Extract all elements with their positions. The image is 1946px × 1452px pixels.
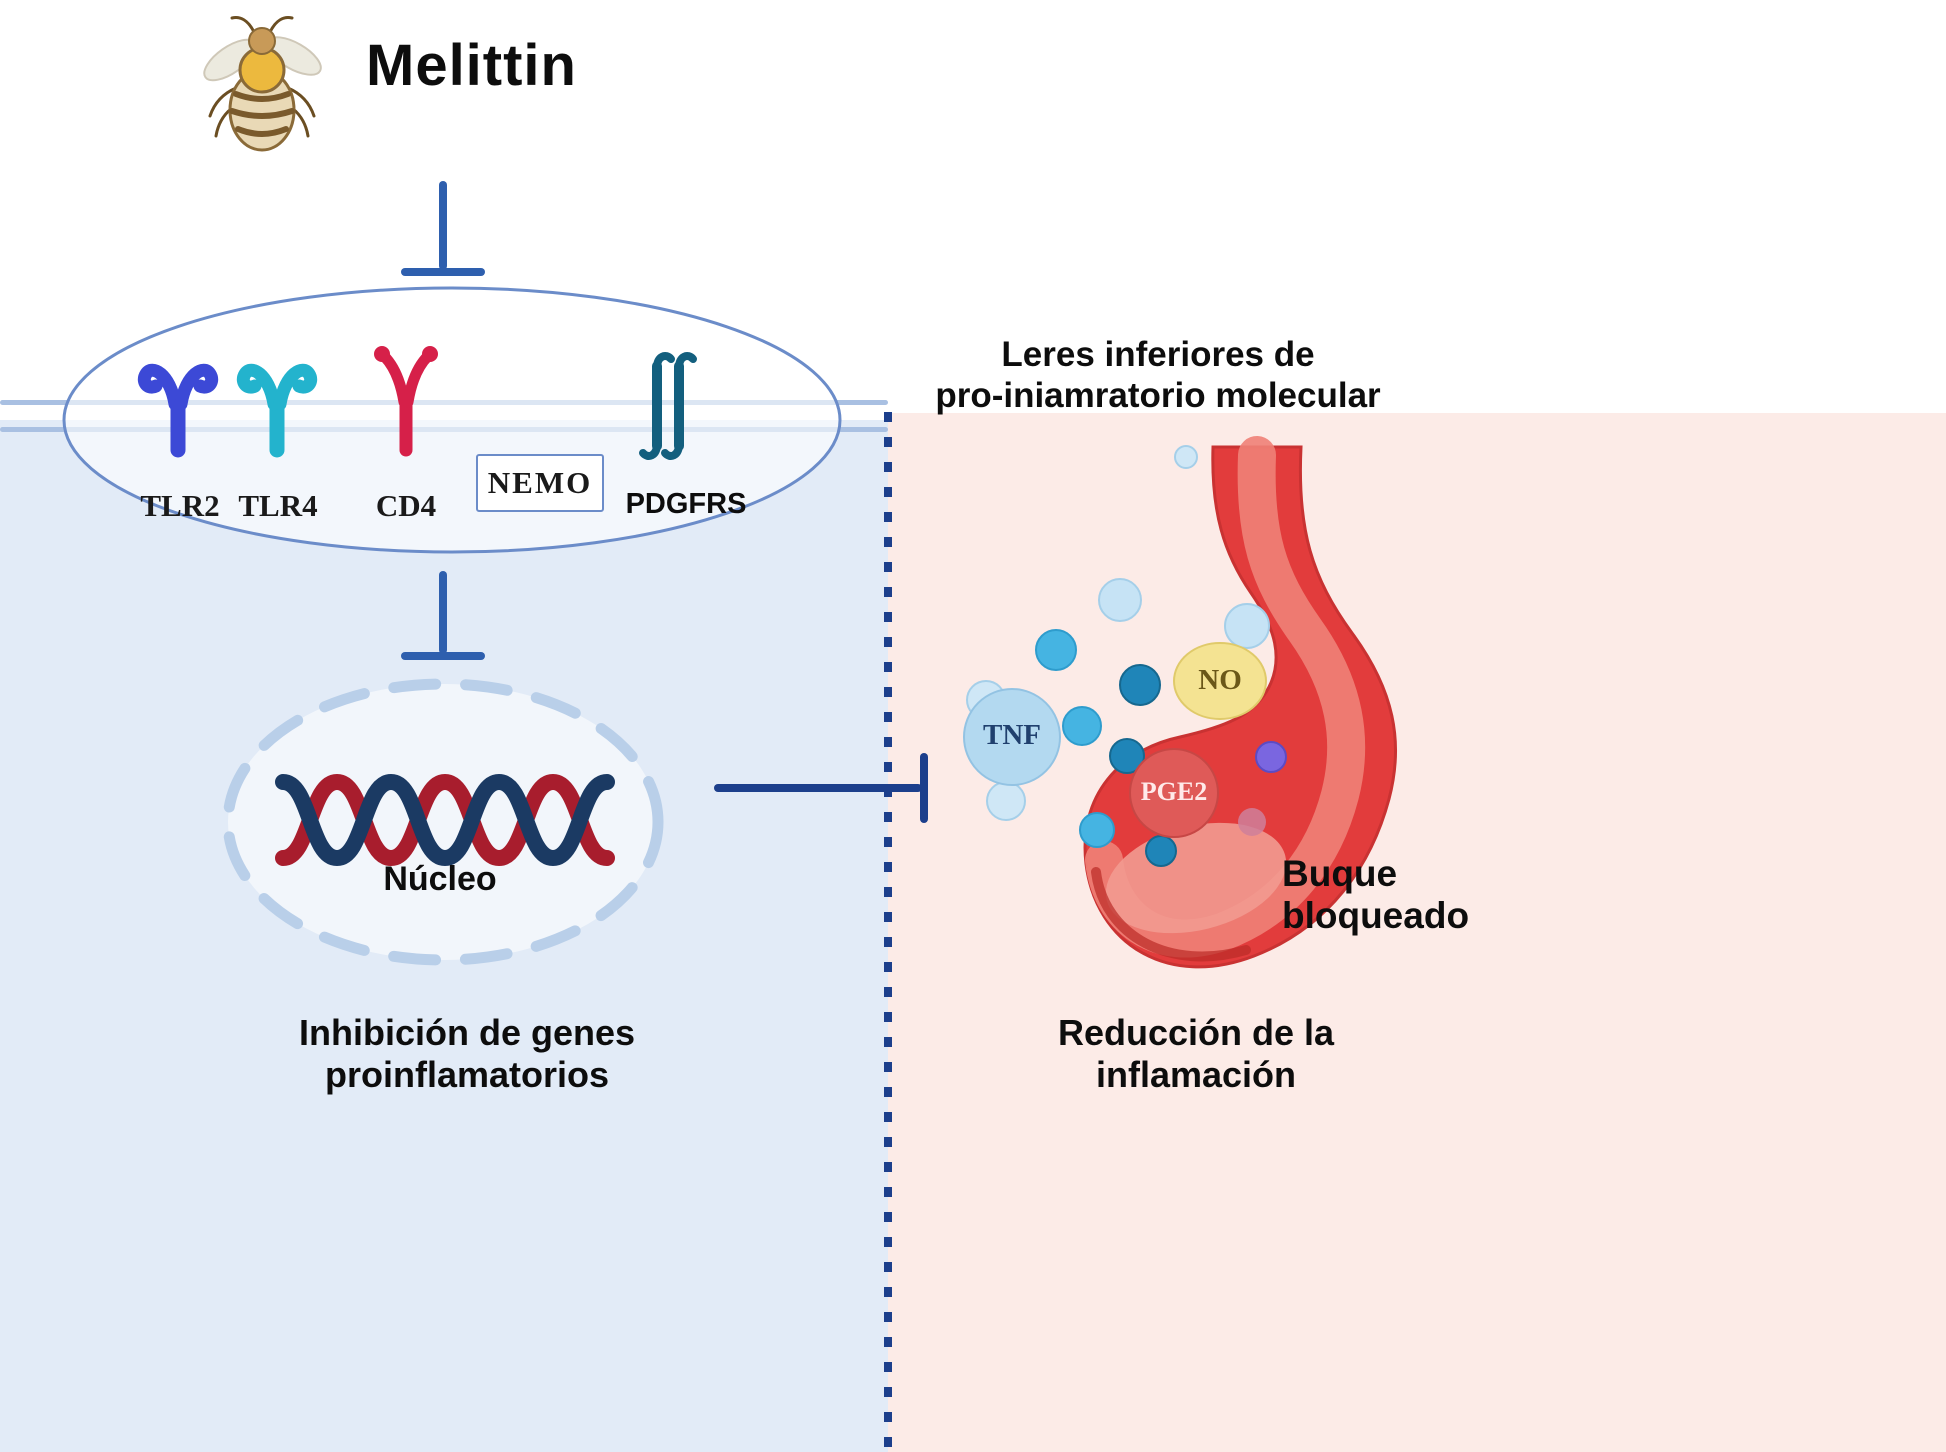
receptor-label-pdgfrs: PDGFRS <box>625 488 747 520</box>
left-caption: Inhibición de genes proinflamatorios <box>298 1012 636 1096</box>
nucleus-label: Núcleo <box>383 860 497 898</box>
inhibition-arrow-melittin <box>401 181 485 276</box>
dna-helix-icon <box>275 773 615 867</box>
nucleus-ellipse <box>222 678 664 966</box>
tlr2-receptor-icon <box>137 363 219 458</box>
nemo-box: NEMO <box>476 454 604 512</box>
tnf-badge <box>963 688 1061 786</box>
result-panel-background <box>888 413 1946 1452</box>
right-heading: Leres inferiores de pro-iniamratorio mol… <box>935 335 1381 416</box>
no-badge <box>1173 642 1267 720</box>
inhibition-arrow-nucleus <box>401 571 485 660</box>
diagram-title: Melittin <box>366 33 577 98</box>
tnf-label: TNF <box>983 719 1041 751</box>
bee-icon <box>203 16 322 152</box>
inhibition-arrow-cytokines <box>714 753 928 823</box>
cell-ellipse <box>62 286 842 554</box>
no-label: NO <box>1198 664 1242 696</box>
receptor-label-cd4: CD4 <box>375 488 437 523</box>
pdgfrs-receptor-icon <box>639 352 697 460</box>
nemo-label: NEMO <box>487 465 593 500</box>
pge2-badge <box>1129 748 1219 838</box>
receptor-label-tlr2: TLR2 <box>140 488 220 523</box>
tlr4-receptor-icon <box>236 363 318 458</box>
receptor-label-tlr4: TLR4 <box>238 488 318 523</box>
vessel-particle-pink <box>1238 808 1266 836</box>
vessel-label: Buque bloqueado <box>1282 853 1470 936</box>
pge2-label: PGE2 <box>1140 777 1208 806</box>
right-caption: Reducción de la inflamación <box>1057 1012 1335 1096</box>
vessel-particle-purple <box>1255 741 1287 773</box>
cd4-receptor-icon <box>374 346 438 457</box>
